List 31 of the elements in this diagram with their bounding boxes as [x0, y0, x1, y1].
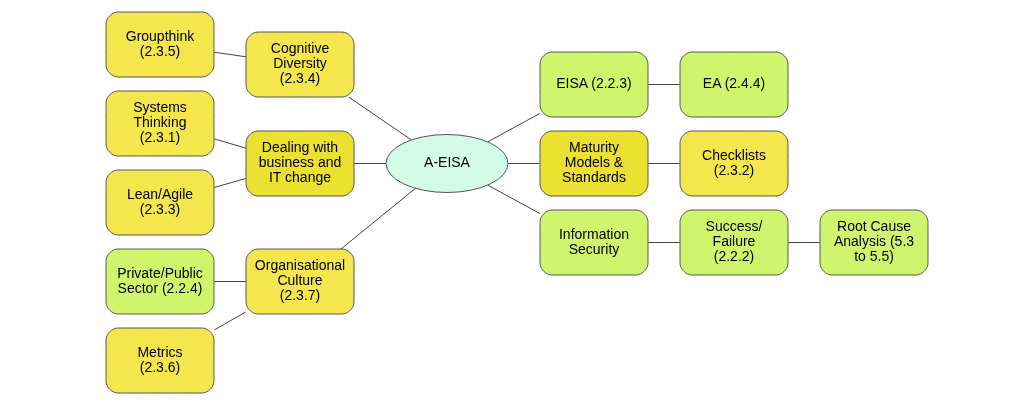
node-box: EISA (2.2.3): [539, 51, 648, 118]
node-box: Maturity Models & Standards: [539, 130, 648, 197]
connector: [347, 96, 412, 141]
node-box: Lean/Agile (2.3.3): [105, 169, 214, 236]
node-box: Private/Public Sector (2.2.4): [105, 248, 214, 315]
node-box: Organisational Culture (2.3.7): [245, 248, 354, 315]
connector: [487, 112, 540, 143]
node-box: Cognitive Diversity (2.3.4): [245, 31, 354, 98]
node-box: Metrics (2.3.6): [105, 327, 214, 394]
connector: [213, 138, 246, 149]
node-box: Dealing with business and IT change: [245, 130, 354, 197]
connector: [353, 163, 386, 164]
connector: [507, 163, 540, 164]
connector: [487, 184, 540, 215]
node-box: Success/ Failure (2.2.2): [679, 209, 788, 276]
node-box: Checklists (2.3.2): [679, 130, 788, 197]
node-box: Groupthink (2.3.5): [105, 11, 214, 78]
connector: [213, 281, 246, 282]
node-box: EA (2.4.4): [679, 51, 788, 118]
connector: [213, 51, 246, 58]
connector: [787, 242, 820, 243]
connector: [647, 84, 680, 85]
node-box: Information Security: [539, 209, 648, 276]
connector: [647, 242, 680, 243]
node-ellipse: A-EISA: [385, 134, 508, 193]
node-box: Systems Thinking (2.3.1): [105, 90, 214, 157]
connector: [213, 311, 246, 331]
connector: [340, 187, 416, 250]
node-box: Root Cause Analysis (5.3 to 5.5): [819, 209, 928, 276]
connector: [647, 163, 680, 164]
connector: [213, 178, 246, 188]
